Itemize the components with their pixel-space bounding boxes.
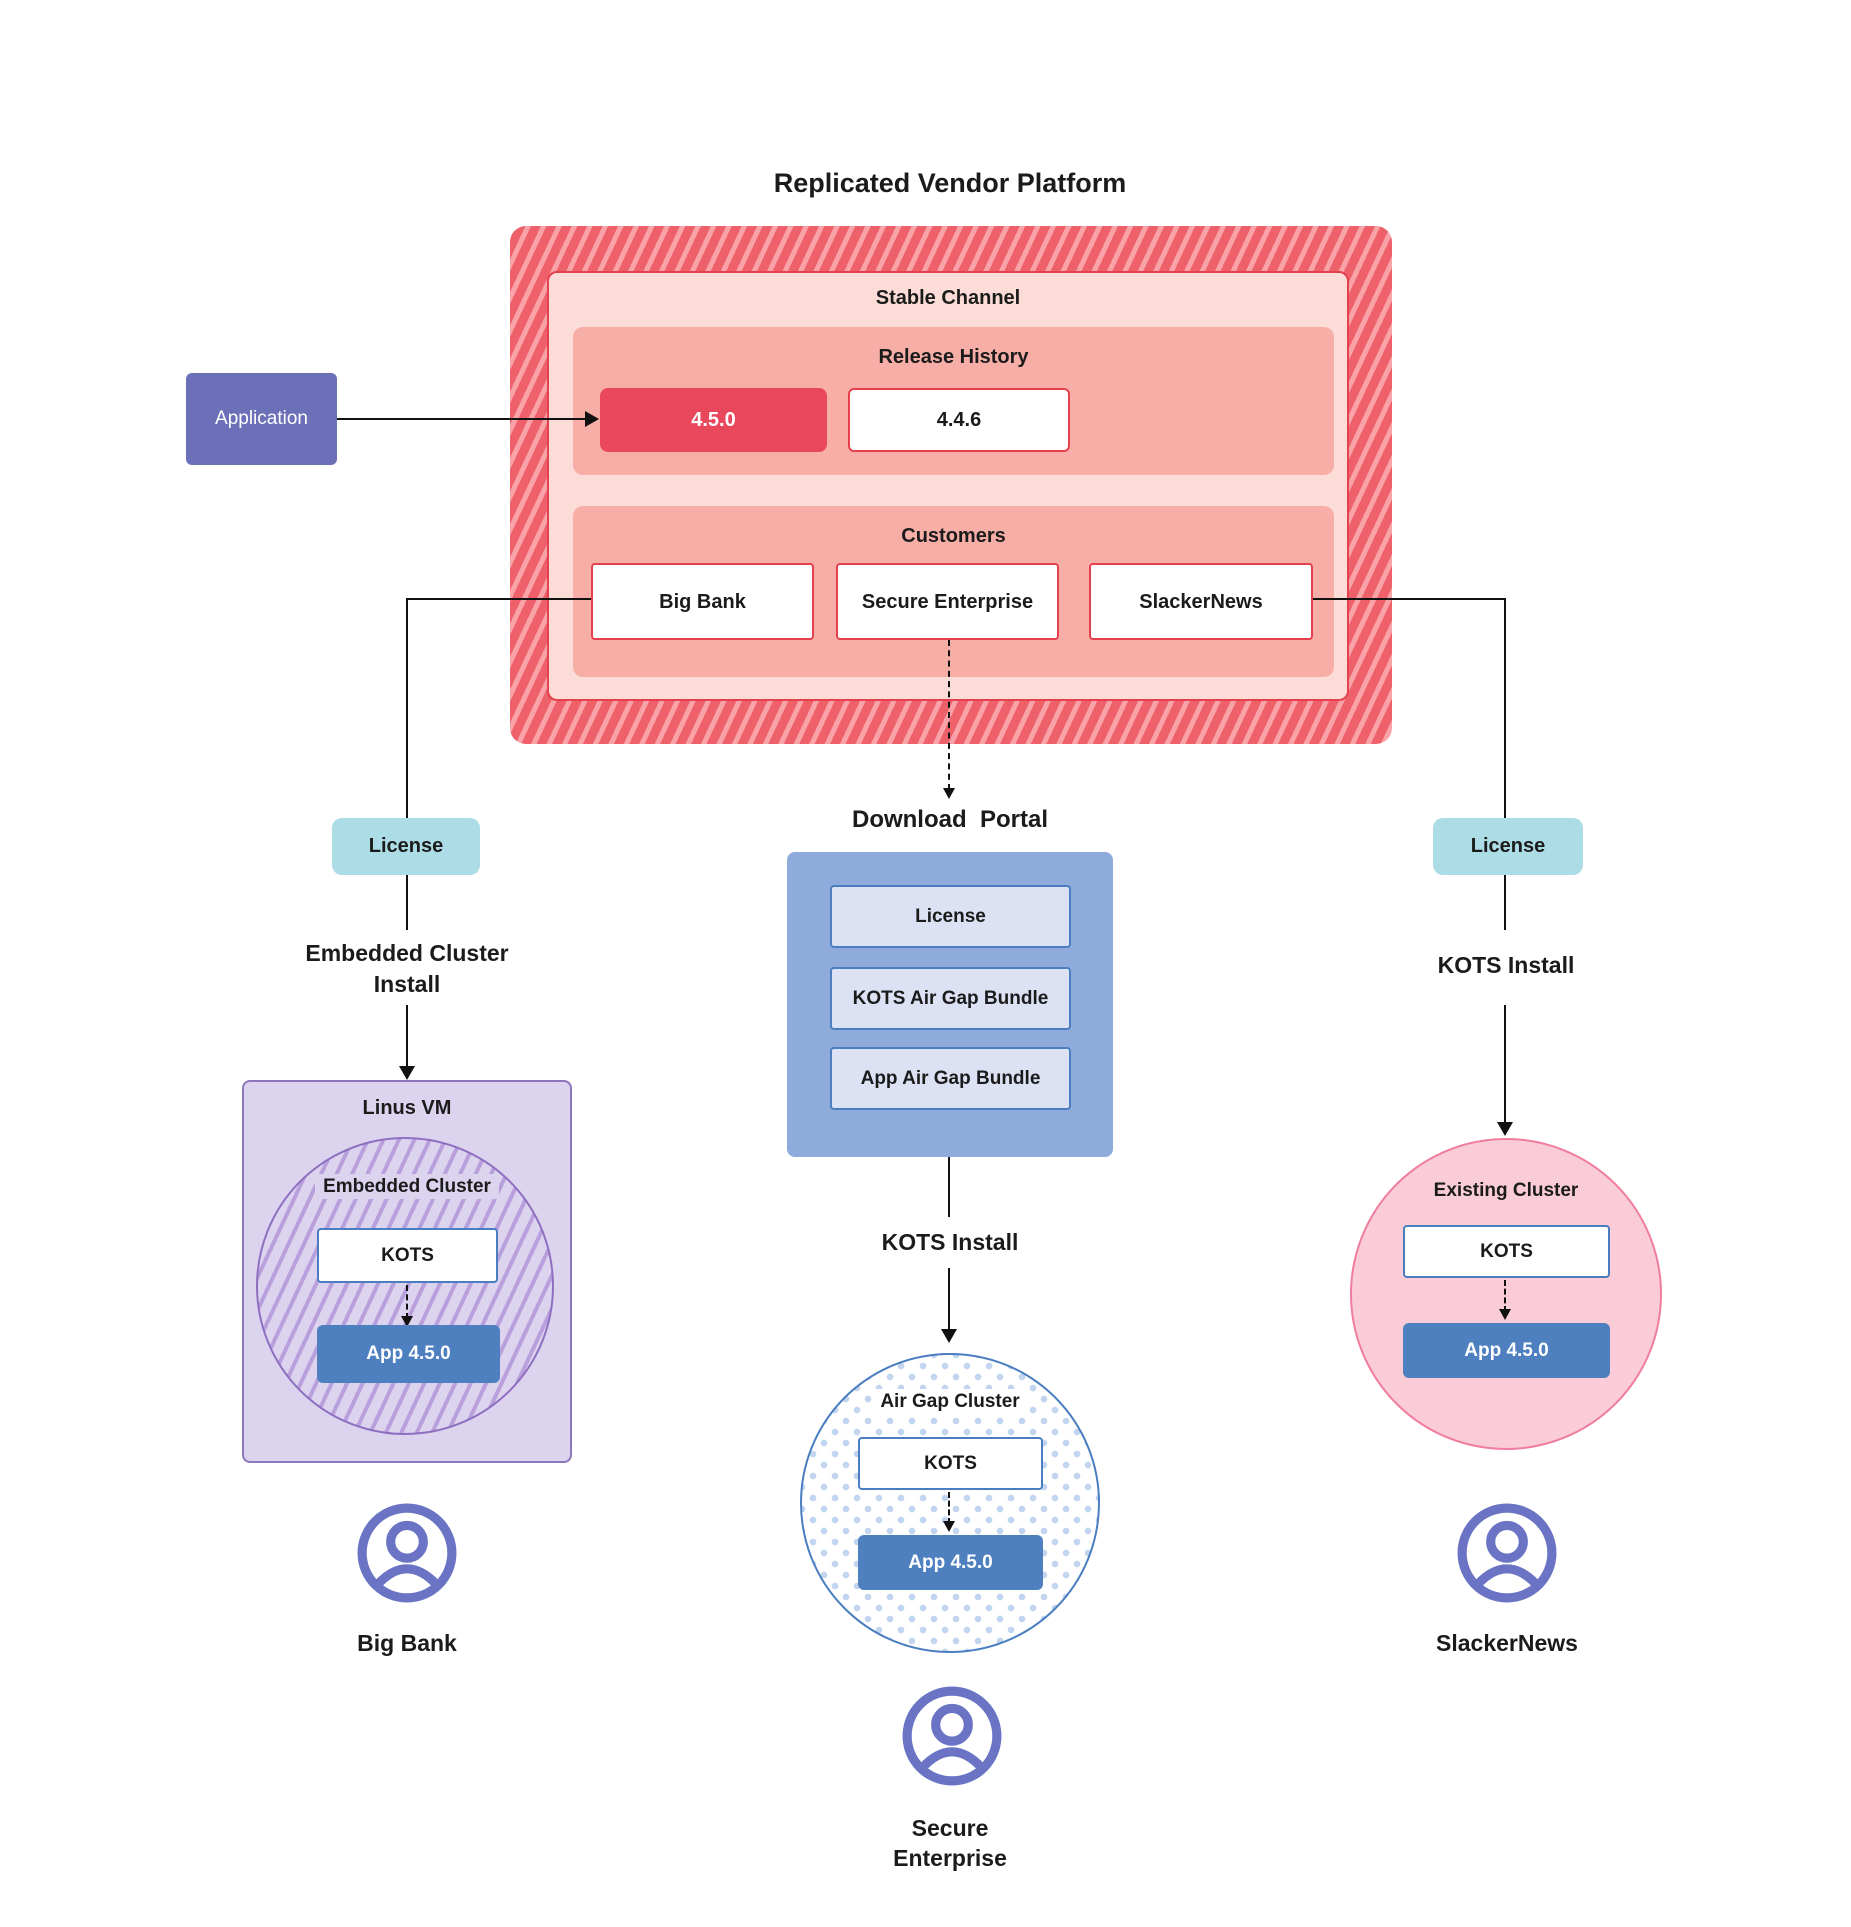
kots-install-arrow-line-right: [1504, 1005, 1506, 1123]
bigbank-connector-h: [407, 598, 591, 600]
existing-cluster-circle: [1350, 1138, 1662, 1450]
license-left-line: [406, 875, 408, 930]
user-icon: [357, 1503, 457, 1603]
embedded-install-arrowhead-icon: [399, 1066, 415, 1080]
kots-app-dashed-right: [1504, 1280, 1506, 1312]
air-gap-cluster-label: Air Gap Cluster: [800, 1389, 1100, 1414]
license-right-line: [1504, 875, 1506, 930]
user-icon: [902, 1686, 1002, 1786]
application-arrowhead-icon: [585, 411, 599, 427]
license-badge-right: License: [1433, 818, 1583, 875]
slackernews-connector-h: [1313, 598, 1506, 600]
customers-label: Customers: [901, 525, 1006, 547]
linus-vm-label: Linus VM: [362, 1097, 452, 1119]
application-box: Application: [186, 373, 337, 465]
secure-enterprise-name-label: Secure Enterprise: [893, 1815, 1007, 1871]
user-icon: [1457, 1503, 1557, 1603]
air-gap-cluster-circle: [800, 1353, 1100, 1653]
kots-install-label-right: KOTS Install: [1437, 952, 1575, 978]
bigbank-name-label: Big Bank: [357, 1630, 457, 1656]
secure-portal-dashed: [948, 640, 950, 790]
kots-app-arrowhead-right-icon: [1499, 1309, 1511, 1320]
kots-install-arrowhead-middle-icon: [941, 1329, 957, 1343]
customer-secure-enterprise: Secure Enterprise: [836, 563, 1059, 640]
kots-install-arrowhead-right-icon: [1497, 1122, 1513, 1136]
customer-slackernews: SlackerNews: [1089, 563, 1313, 640]
embedded-cluster-label-text: Embedded Cluster: [315, 1174, 499, 1199]
kots-install-arrow-line-middle: [948, 1268, 950, 1330]
embedded-cluster-install-label: Embedded Cluster Install: [305, 940, 509, 997]
portal-install-line: [948, 1157, 950, 1217]
portal-item-app-airgap-bundle: App Air Gap Bundle: [830, 1047, 1071, 1110]
air-gap-cluster-label-text: Air Gap Cluster: [872, 1389, 1028, 1414]
kots-app-arrowhead-left-icon: [401, 1316, 413, 1327]
customer-big-bank: Big Bank: [591, 563, 814, 640]
kots-app-arrowhead-middle-icon: [943, 1521, 955, 1532]
kots-install-label-middle: KOTS Install: [881, 1229, 1019, 1255]
release-4-4-6: 4.4.6: [848, 388, 1070, 452]
kots-box-right: KOTS: [1403, 1225, 1610, 1278]
slackernews-connector-v: [1504, 598, 1506, 818]
kots-app-dashed-left: [406, 1285, 408, 1319]
embedded-install-arrow-line: [406, 1005, 408, 1067]
kots-box-middle: KOTS: [858, 1437, 1043, 1490]
release-history-label: Release History: [878, 346, 1029, 368]
bigbank-connector-v: [406, 598, 408, 818]
app-box-middle: App 4.5.0: [858, 1535, 1043, 1590]
slackernews-name-label: SlackerNews: [1436, 1630, 1578, 1656]
embedded-cluster-label: Embedded Cluster: [242, 1174, 572, 1199]
portal-item-license: License: [830, 885, 1071, 948]
app-box-right: App 4.5.0: [1403, 1323, 1610, 1378]
app-box-left: App 4.5.0: [317, 1325, 500, 1383]
release-4-5-0: 4.5.0: [600, 388, 827, 452]
application-arrow-line: [337, 418, 587, 420]
kots-box-left: KOTS: [317, 1228, 498, 1283]
kots-app-dashed-middle: [948, 1492, 950, 1524]
page-title: Replicated Vendor Platform: [773, 168, 1127, 198]
existing-cluster-label: Existing Cluster: [1433, 1180, 1579, 1201]
license-badge-left: License: [332, 818, 480, 875]
download-portal-label: Download Portal: [851, 806, 1048, 833]
secure-portal-arrowhead-icon: [943, 788, 955, 799]
portal-item-kots-airgap-bundle: KOTS Air Gap Bundle: [830, 967, 1071, 1030]
stable-channel-label: Stable Channel: [875, 287, 1021, 309]
